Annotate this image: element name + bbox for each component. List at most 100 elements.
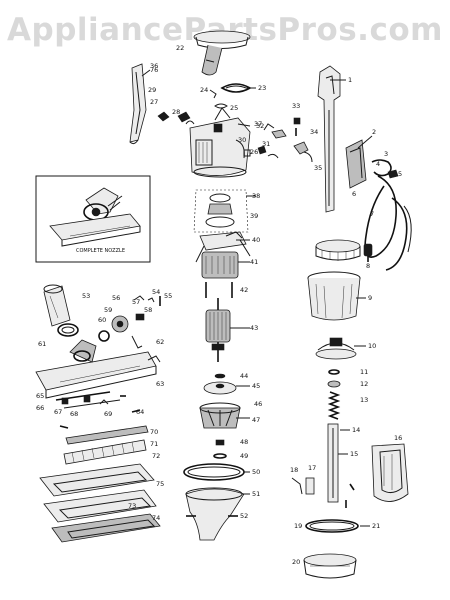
callout-17: 17 (308, 464, 316, 472)
leader-lines (109, 69, 373, 495)
callout-49: 49 (240, 452, 248, 460)
switch-parts (157, 111, 279, 159)
callout-62: 62 (156, 338, 164, 346)
inset-caption: COMPLETE NOZZLE (76, 248, 125, 254)
callout-21: 21 (372, 522, 380, 530)
callout-74: 74 (152, 514, 160, 522)
callout-18: 18 (290, 466, 298, 474)
callout-69: 69 (104, 410, 112, 418)
callout-11: 11 (360, 368, 368, 376)
armature (205, 298, 231, 362)
callout-33: 33 (292, 102, 300, 110)
callout-30: 30 (238, 136, 246, 144)
callout-19: 19 (294, 522, 302, 530)
callout-15: 15 (350, 450, 358, 458)
small-rings (327, 369, 341, 388)
callout-53: 53 (82, 292, 90, 300)
filter-cap (315, 337, 357, 360)
callout-59: 59 (104, 306, 112, 314)
callout-50: 50 (252, 468, 260, 476)
motor-fan-cover (193, 189, 249, 233)
callout-72: 72 (152, 452, 160, 460)
complete-nozzle-inset: COMPLETE NOZZLE (35, 175, 151, 263)
callout-61: 61 (38, 340, 46, 348)
neck-ring (57, 323, 79, 337)
callout-70: 70 (150, 428, 158, 436)
callout-12: 12 (360, 380, 368, 388)
callout-48: 48 (240, 438, 248, 446)
upper-wand-tube (317, 65, 341, 213)
callout-9: 9 (368, 294, 372, 302)
callout-54: 54 (152, 288, 160, 296)
callout-39: 39 (250, 212, 258, 220)
callout-65: 65 (36, 392, 44, 400)
fan-plate (203, 381, 237, 395)
callout-63: 63 (156, 380, 164, 388)
callout-27: 27 (150, 98, 158, 106)
callout-1: 1 (348, 76, 352, 84)
lower-tube (327, 423, 350, 508)
callout-37: 37 (254, 120, 262, 128)
callout-6: 6 (352, 190, 356, 198)
handle-top-cover (193, 30, 251, 76)
nozzle-body (35, 339, 157, 399)
fan (199, 402, 241, 429)
callout-14: 14 (352, 426, 360, 434)
callout-60: 60 (98, 316, 106, 324)
tube-clips (291, 477, 355, 495)
callout-57: 57 (132, 298, 140, 306)
nozzle-wheels (98, 295, 161, 349)
callout-40: 40 (252, 236, 260, 244)
callout-32: 32 (256, 122, 264, 130)
callout-35: 35 (314, 164, 322, 172)
callout-44: 44 (240, 372, 248, 380)
callout-29: 29 (148, 86, 156, 94)
callout-22: 22 (176, 44, 184, 52)
callout-41: 41 (250, 258, 258, 266)
callout-43: 43 (250, 324, 258, 332)
terminal-parts (263, 117, 313, 163)
callout-36: 36 (150, 62, 158, 70)
callout-10: 10 (368, 342, 376, 350)
callout-24: 24 (200, 86, 208, 94)
motor-screws (205, 282, 233, 298)
callout-68: 68 (70, 410, 78, 418)
callout-56: 56 (112, 294, 120, 302)
fan-nut (213, 439, 227, 459)
callout-23: 23 (258, 84, 266, 92)
field-coil (201, 251, 239, 279)
spring (327, 391, 341, 420)
callout-67: 67 (54, 408, 62, 416)
fan-housing (185, 487, 245, 541)
callout-34: 34 (310, 128, 318, 136)
callout-76: 76 (150, 66, 158, 74)
callout-13: 13 (360, 396, 368, 404)
callout-58: 58 (144, 306, 152, 314)
callout-64: 64 (136, 408, 144, 416)
callout-7: 7 (370, 210, 374, 218)
base-rings (303, 519, 370, 579)
callout-5: 5 (398, 170, 402, 178)
dust-cup-collar (315, 239, 361, 261)
callout-31: 31 (262, 140, 270, 148)
brush-roll (63, 439, 147, 465)
handle-grip (129, 63, 147, 145)
callout-42: 42 (240, 286, 248, 294)
callout-51: 51 (252, 490, 260, 498)
agitator-bar (65, 425, 149, 445)
gasket-ring (183, 463, 245, 481)
callout-73: 73 (128, 502, 136, 510)
callout-71: 71 (150, 440, 158, 448)
callout-47: 47 (252, 416, 260, 424)
callout-28: 28 (172, 108, 180, 116)
cord-assembly (345, 139, 412, 271)
nozzle-neck-cap (43, 284, 71, 327)
callout-25: 25 (230, 104, 238, 112)
nozzle-hardware (59, 355, 161, 429)
callout-52: 52 (240, 512, 248, 520)
callout-55: 55 (164, 292, 172, 300)
callout-2: 2 (372, 128, 376, 136)
callout-4: 4 (376, 160, 380, 168)
base-plates (39, 463, 161, 543)
